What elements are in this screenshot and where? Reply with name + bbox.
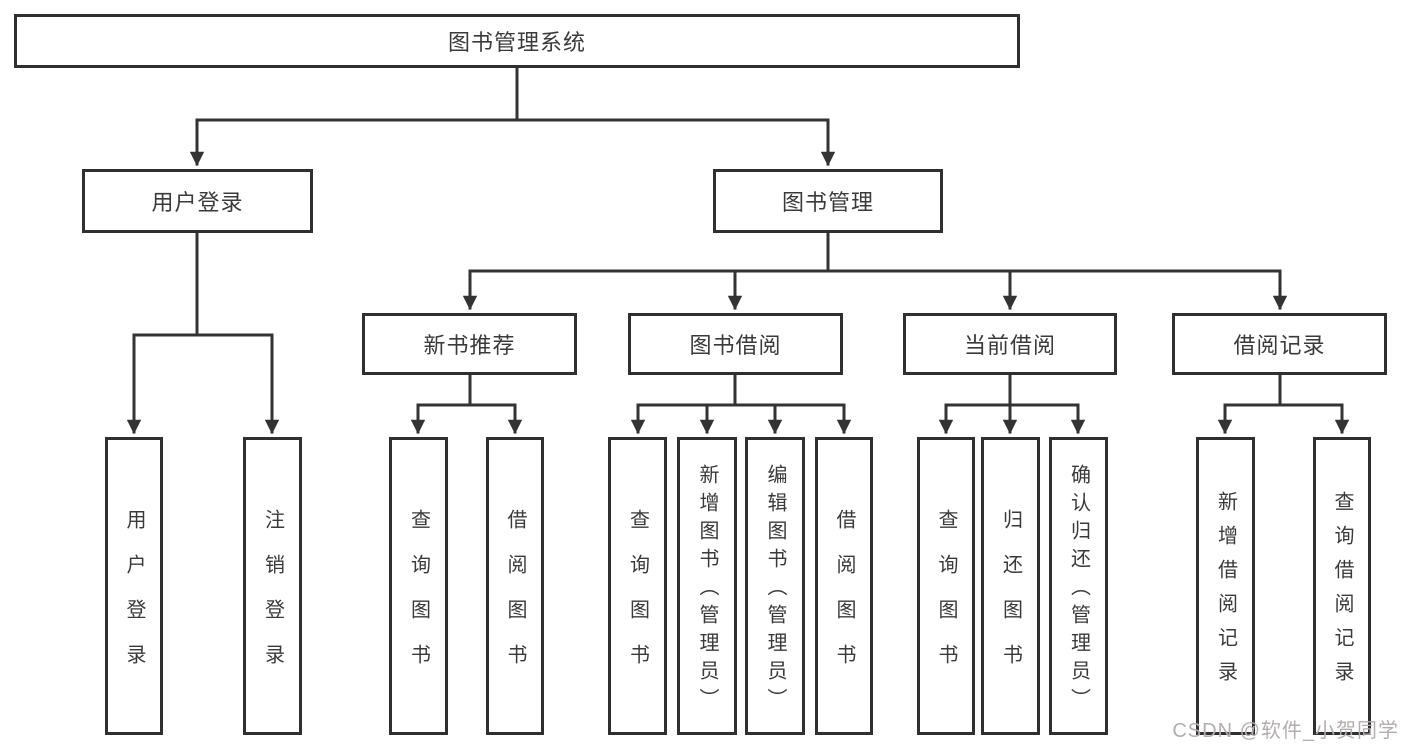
leaf-borrow-book-label: 借阅图书 <box>833 508 855 689</box>
leaf-borrow-query: 查询图书 <box>608 437 667 735</box>
node-root: 图书管理系统 <box>14 14 1020 68</box>
node-current-borrow: 当前借阅 <box>903 313 1117 375</box>
node-book-mgmt: 图书管理 <box>713 169 943 233</box>
leaf-add-book-admin: 新增图书（管理员） <box>677 437 737 735</box>
leaf-logout-label: 注销登录 <box>261 508 284 689</box>
node-book-borrow: 图书借阅 <box>628 313 843 375</box>
leaf-user-login: 用户登录 <box>105 437 163 735</box>
node-book-mgmt-label: 图书管理 <box>781 190 874 215</box>
node-book-borrow-label: 图书借阅 <box>689 333 782 358</box>
leaf-edit-book-admin-label: 编辑图书（管理员） <box>764 464 786 716</box>
leaf-add-record-label: 新增借阅记录 <box>1214 491 1237 695</box>
node-current-borrow-label: 当前借阅 <box>963 333 1056 358</box>
leaf-confirm-return-admin: 确认归还（管理员） <box>1049 437 1108 735</box>
leaf-return-book-label: 归还图书 <box>999 508 1022 689</box>
leaf-new-books-query: 查询图书 <box>389 437 448 735</box>
node-borrow-records-label: 借阅记录 <box>1233 333 1326 358</box>
node-new-books: 新书推荐 <box>362 313 577 375</box>
leaf-query-record: 查询借阅记录 <box>1313 437 1371 735</box>
leaf-borrow-book: 借阅图书 <box>815 437 873 735</box>
leaf-new-books-query-label: 查询图书 <box>407 508 430 689</box>
node-user-login: 用户登录 <box>82 169 313 233</box>
watermark: CSDN @软件_小贺同学 <box>1172 720 1399 742</box>
leaf-query-record-label: 查询借阅记录 <box>1331 491 1353 695</box>
leaf-new-books-borrow-label: 借阅图书 <box>504 508 526 689</box>
leaf-edit-book-admin: 编辑图书（管理员） <box>745 437 805 735</box>
leaf-user-login-label: 用户登录 <box>123 508 145 689</box>
leaf-new-books-borrow: 借阅图书 <box>486 437 544 735</box>
leaf-logout: 注销登录 <box>243 437 302 735</box>
leaf-confirm-return-admin-label: 确认归还（管理员） <box>1067 464 1090 716</box>
node-new-books-label: 新书推荐 <box>423 333 516 358</box>
node-root-label: 图书管理系统 <box>447 30 586 55</box>
leaf-borrow-query-label: 查询图书 <box>626 508 649 689</box>
leaf-current-query-label: 查询图书 <box>935 508 957 689</box>
leaf-return-book: 归还图书 <box>981 437 1040 735</box>
leaf-add-record: 新增借阅记录 <box>1196 437 1255 735</box>
leaf-current-query: 查询图书 <box>917 437 975 735</box>
node-user-login-label: 用户登录 <box>151 190 244 215</box>
node-borrow-records: 借阅记录 <box>1172 313 1387 375</box>
leaf-add-book-admin-label: 新增图书（管理员） <box>696 464 718 716</box>
